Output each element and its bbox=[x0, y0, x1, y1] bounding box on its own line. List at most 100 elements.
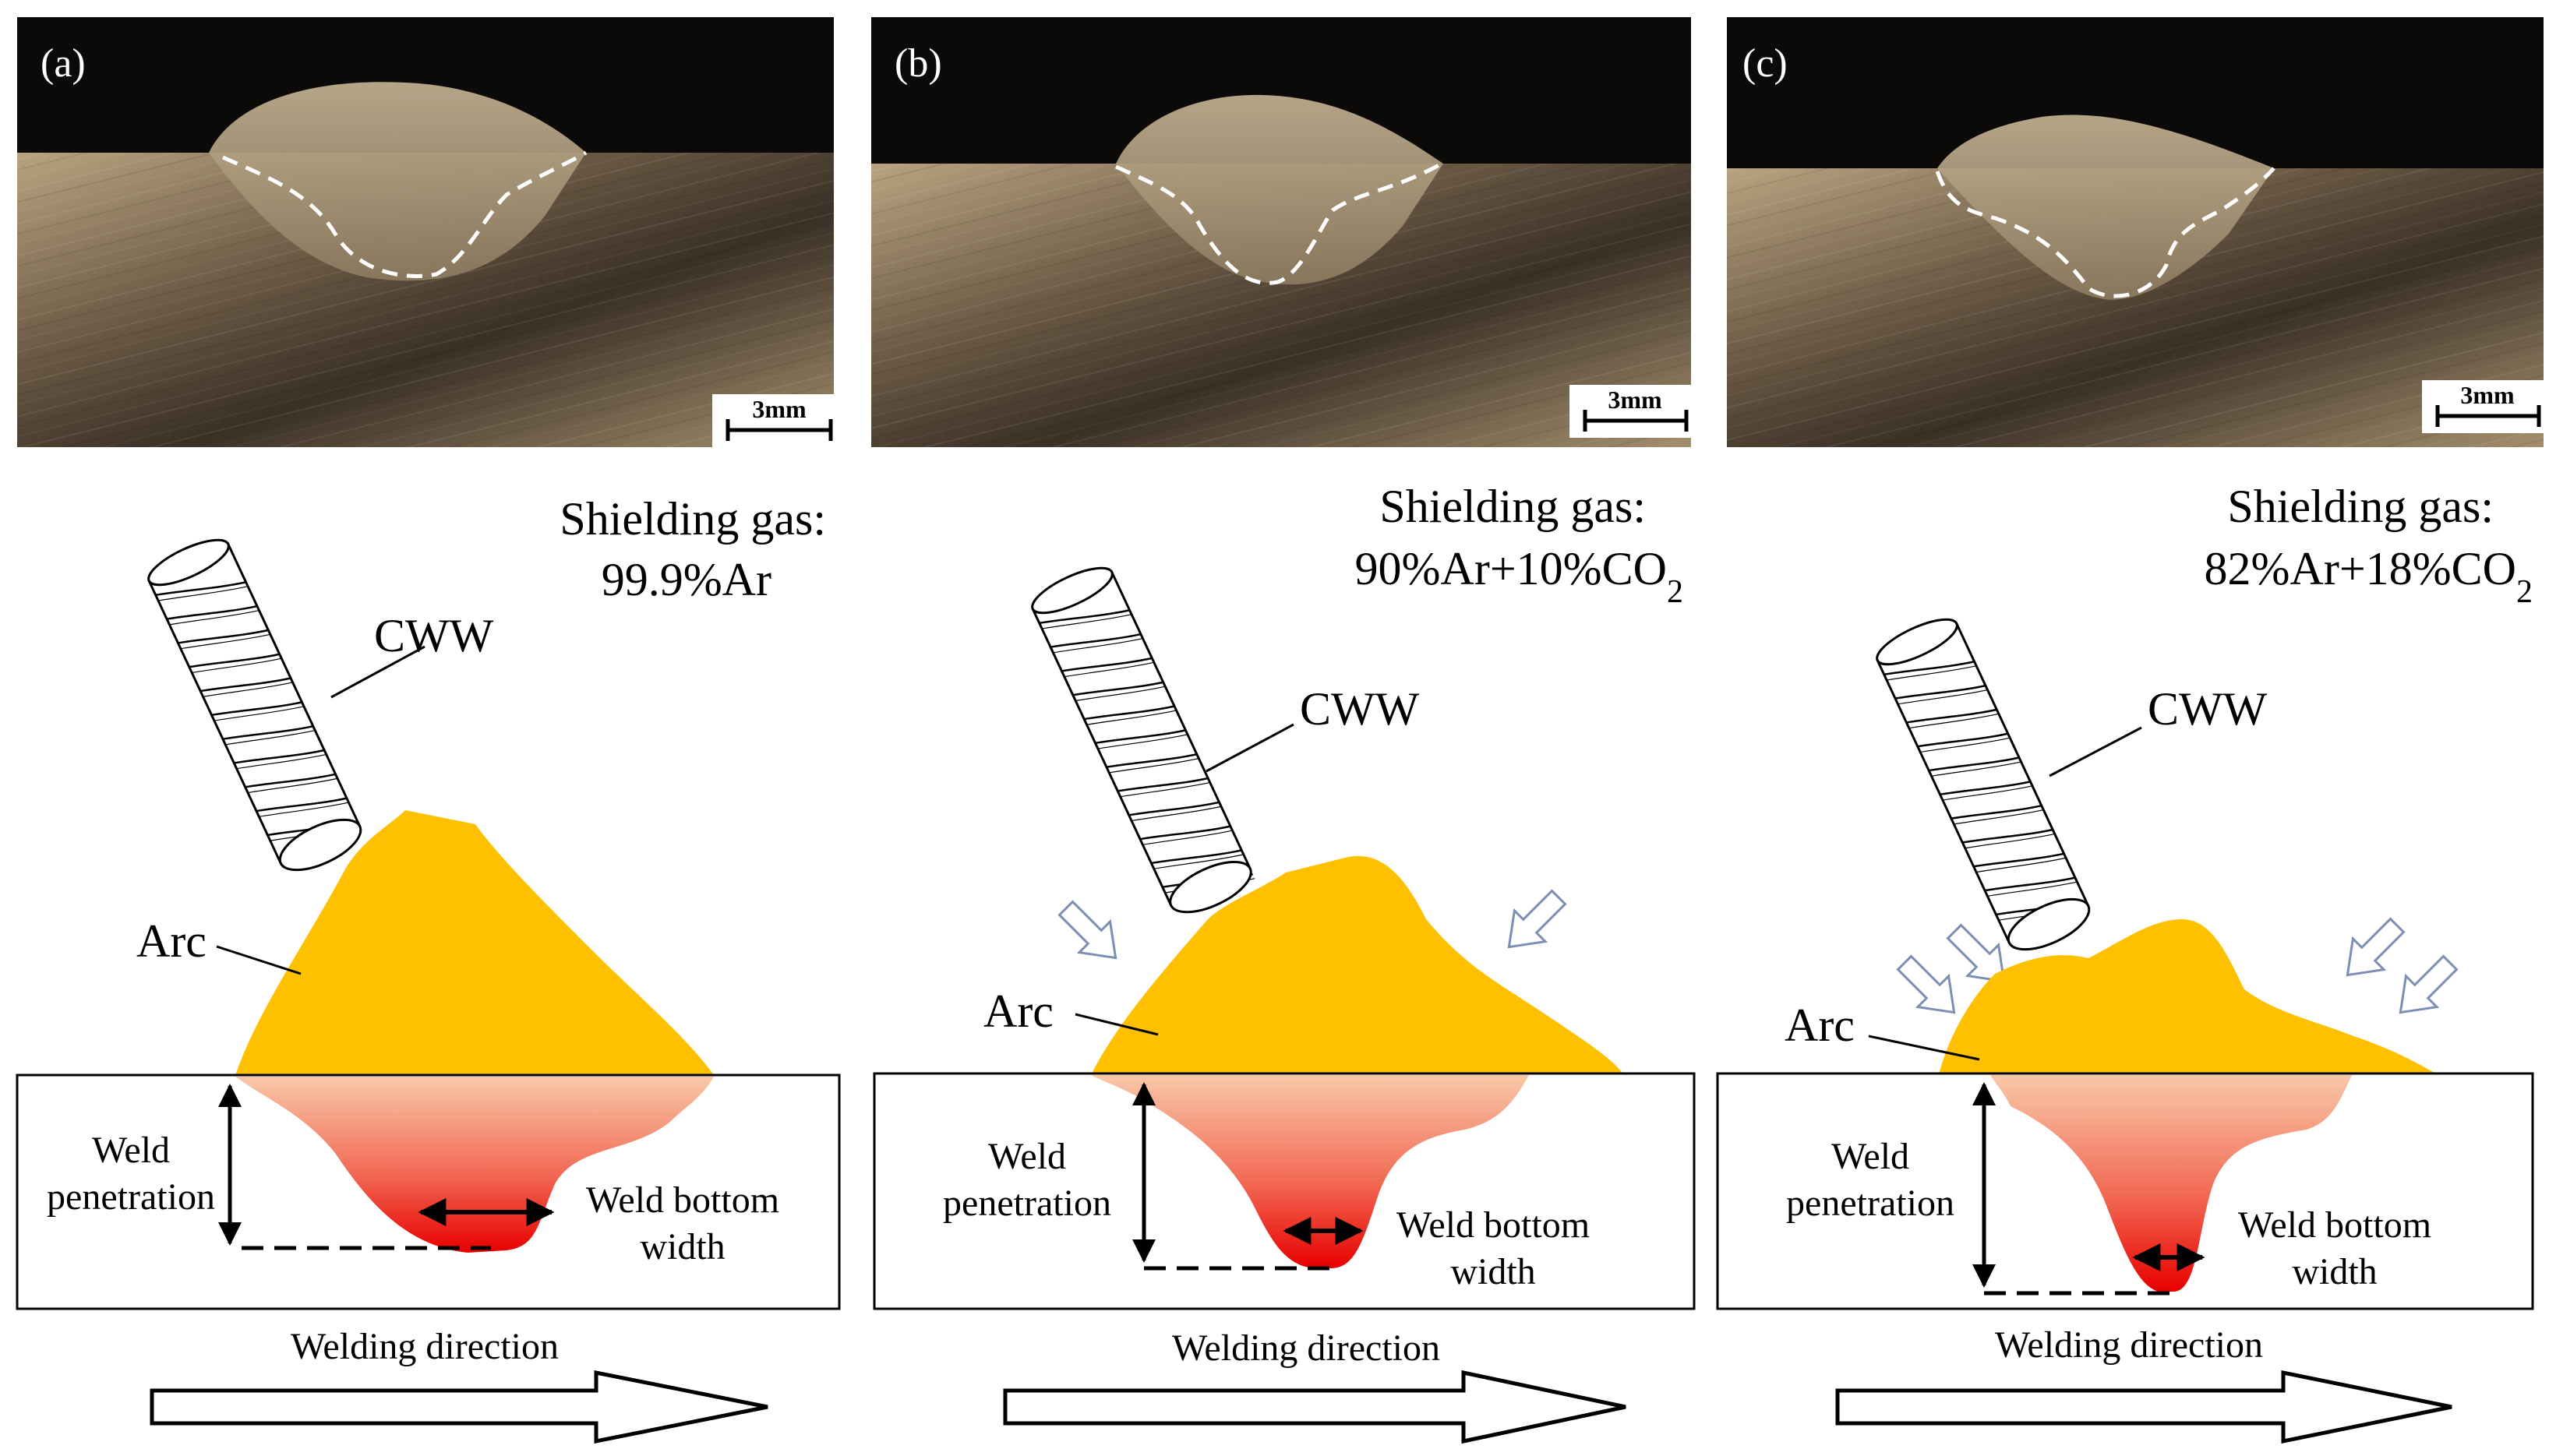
wire-strand bbox=[1962, 828, 2053, 844]
wire-strand bbox=[1965, 833, 2055, 849]
wire-strand bbox=[1064, 661, 1154, 678]
cored-wire-b bbox=[1031, 566, 1255, 914]
gas-composition-b: 90%Ar+10%CO2 bbox=[1355, 543, 1683, 610]
arc-label-a: Arc bbox=[136, 915, 207, 967]
wire-label-b: CWW bbox=[1300, 683, 1420, 735]
wire-strand bbox=[203, 682, 293, 697]
arc-c bbox=[1939, 919, 2439, 1075]
wire-strand bbox=[1086, 710, 1177, 725]
fusion-line-b bbox=[1114, 161, 1443, 285]
penetration-label-b: Weld bbox=[988, 1136, 1066, 1177]
wire-strand bbox=[1954, 809, 2044, 825]
wire-strand bbox=[1139, 825, 1231, 841]
wire-strand bbox=[199, 677, 291, 693]
wire-strand bbox=[1984, 876, 2076, 892]
penetration-label-c-2: penetration bbox=[1786, 1183, 1954, 1224]
panel-tag-a: (a) bbox=[41, 41, 86, 86]
panel-a: (a) 3mm Shielding gas: 99.9%Ar CWW Arc bbox=[16, 17, 841, 1444]
wire-strand bbox=[178, 629, 269, 644]
wire-strand bbox=[1987, 881, 2078, 897]
panel-c: (c) 3mm Shielding gas: 82%Ar+18%CO2 CWW … bbox=[1716, 17, 2544, 1444]
wire-strand bbox=[1106, 753, 1198, 768]
bottom-width-label-a: Weld bottom bbox=[586, 1179, 779, 1221]
direction-label-a: Welding direction bbox=[291, 1326, 559, 1367]
bottom-width-label-a-2: width bbox=[640, 1226, 725, 1267]
wire-strand bbox=[1128, 801, 1220, 816]
gas-composition-c: 82%Ar+18%CO2 bbox=[2205, 543, 2533, 610]
wire-strand bbox=[155, 581, 246, 597]
gas-arrow bbox=[2346, 917, 2406, 977]
wire-strand bbox=[1886, 665, 1977, 681]
wire-strand bbox=[1917, 732, 2008, 748]
direction-label-b: Welding direction bbox=[1172, 1327, 1440, 1369]
wire-strand bbox=[1039, 609, 1130, 625]
wire-strand bbox=[1053, 637, 1143, 654]
fusion-line-a bbox=[221, 150, 588, 278]
gas-title-c: Shielding gas: bbox=[2227, 481, 2494, 532]
direction-arrow-b bbox=[1003, 1370, 1626, 1444]
gas-title-b: Shielding gas: bbox=[1379, 481, 1646, 532]
wire-strand bbox=[1153, 854, 1244, 869]
wire-strand bbox=[189, 653, 280, 668]
wire-label-c: CWW bbox=[2148, 683, 2268, 735]
gas-arrow bbox=[1946, 923, 2006, 983]
wire-strand bbox=[222, 724, 314, 740]
wire-strand bbox=[1075, 686, 1166, 702]
wire-strand bbox=[1940, 781, 2031, 796]
panel-b: (b) 3mm Shielding gas: 90%Ar+10%CO2 CWW … bbox=[871, 17, 1696, 1444]
wire-strand bbox=[1041, 614, 1132, 629]
scale-bar-box-b bbox=[1569, 385, 1691, 438]
wire-strand bbox=[1097, 734, 1188, 749]
wire-strand bbox=[1095, 729, 1186, 745]
bottom-width-label-b-2: width bbox=[1450, 1251, 1535, 1292]
scale-label-b: 3mm bbox=[1608, 386, 1662, 414]
scale-bar-box-c bbox=[2422, 380, 2544, 433]
wire-strand bbox=[256, 797, 348, 813]
weld-pool-a bbox=[235, 1077, 714, 1253]
weld-pool-b bbox=[1091, 1075, 1529, 1268]
penetration-label-a: Weld bbox=[92, 1130, 170, 1171]
penetration-label-b-2: penetration bbox=[943, 1183, 1111, 1224]
wire-strand bbox=[236, 753, 327, 770]
gas-arrow bbox=[1057, 900, 1117, 960]
wire-strand bbox=[1894, 684, 1986, 700]
arc-b bbox=[1091, 855, 1624, 1075]
arc-label-b: Arc bbox=[983, 985, 1054, 1037]
wire-strand bbox=[166, 605, 258, 620]
scale-label-c: 3mm bbox=[2460, 381, 2515, 409]
direction-arrow-a bbox=[150, 1370, 768, 1444]
fusion-line-c bbox=[1935, 167, 2275, 298]
wire-strand bbox=[1908, 713, 1999, 729]
wire-strand bbox=[1142, 830, 1233, 845]
wire-strand bbox=[1906, 708, 1997, 724]
arc-label-c: Arc bbox=[1785, 999, 1855, 1051]
wire-strand bbox=[1951, 804, 2042, 820]
wire-strand bbox=[1131, 806, 1222, 822]
weld-pool-c bbox=[1990, 1075, 2352, 1292]
micrograph-a: (a) 3mm bbox=[17, 17, 834, 447]
wire-strand bbox=[1931, 761, 2021, 777]
wire-strand bbox=[225, 730, 316, 746]
wire-strand bbox=[247, 777, 338, 794]
wire-strand bbox=[1920, 737, 2011, 753]
wire-strand bbox=[1072, 681, 1163, 696]
cored-wire-c bbox=[1876, 618, 2091, 951]
bottom-width-label-b: Weld bottom bbox=[1396, 1204, 1590, 1246]
gas-arrow bbox=[1507, 889, 1567, 949]
wire-strand bbox=[245, 773, 336, 788]
wire-strand bbox=[1109, 758, 1199, 774]
wire-strand bbox=[1117, 777, 1209, 792]
wire-strand bbox=[234, 749, 325, 764]
gas-arrow bbox=[2399, 954, 2459, 1014]
wire-strand bbox=[1898, 689, 1988, 705]
wire-strand bbox=[1973, 852, 2064, 868]
cored-wire-a bbox=[147, 538, 362, 872]
wire-strand bbox=[169, 609, 259, 626]
gas-title-a: Shielding gas: bbox=[560, 493, 826, 545]
wire-strand bbox=[1050, 633, 1142, 648]
panel-tag-c: (c) bbox=[1742, 41, 1788, 86]
gas-arrow bbox=[1896, 954, 1956, 1014]
bottom-width-label-c-2: width bbox=[2292, 1251, 2377, 1292]
gas-composition-a: 99.9%Ar bbox=[602, 554, 771, 605]
